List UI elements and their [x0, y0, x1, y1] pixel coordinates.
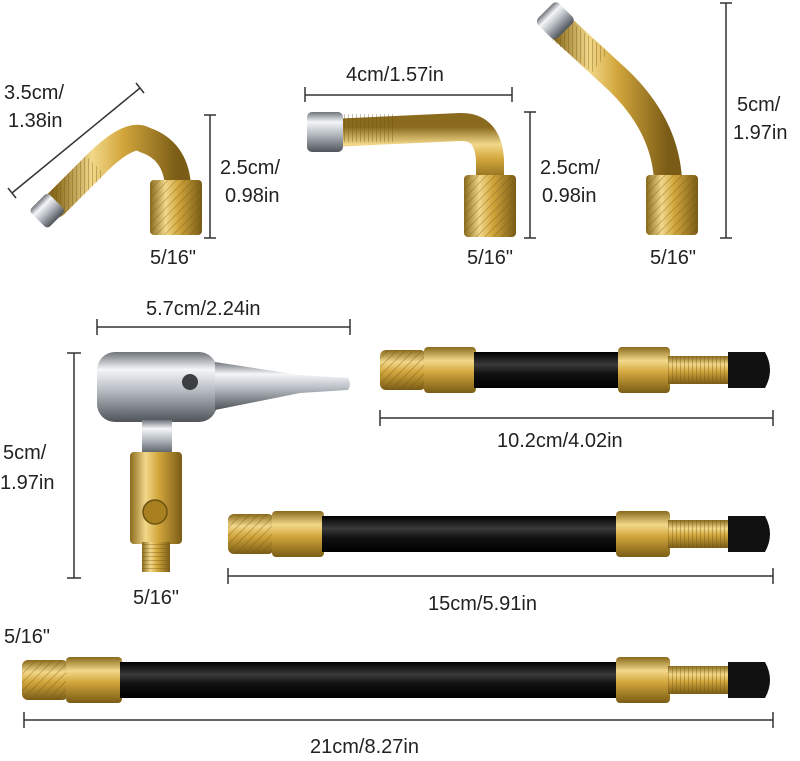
elbow-90-short-height-inch-label: 0.98in	[225, 185, 280, 207]
elbow-135-adapter	[536, 2, 698, 235]
elbow-90-long-adapter	[307, 112, 516, 237]
elbow-135-dimensions	[720, 2, 732, 239]
elbow-135-height-inch-label: 1.97in	[733, 122, 788, 144]
elbow-90-short-length-label: 3.5cm/	[4, 82, 65, 104]
elbow-90-long-height-inch-label: 0.98in	[542, 185, 597, 207]
elbow-135-thread-label: 5/16"	[650, 247, 697, 269]
hose-10cm-length-label: 10.2cm/4.02in	[497, 430, 623, 452]
elbow-90-long-height-label: 2.5cm/	[540, 157, 601, 179]
hose-21cm-length-label: 21cm/8.27in	[310, 736, 419, 758]
hose-10cm-dimensions	[379, 410, 774, 426]
hose-21cm-thread-label: 5/16"	[4, 626, 51, 648]
elbow-90-short-dimensions	[7, 82, 216, 239]
elbow-90-short-length-inch-label: 1.38in	[8, 110, 63, 132]
elbow-90-short-adapter	[30, 124, 202, 235]
hose-21cm-dimensions	[23, 712, 774, 728]
hose-15cm-length-label: 15cm/5.91in	[428, 593, 537, 615]
air-chuck-length-label: 5.7cm/2.24in	[146, 298, 261, 320]
air-chuck-dimensions	[67, 319, 351, 579]
elbow-135-height-label: 5cm/	[737, 94, 781, 116]
elbow-90-long-dimensions	[304, 87, 536, 239]
air-chuck-height-label: 5cm/	[3, 442, 47, 464]
air-chuck-thread-label: 5/16"	[133, 587, 180, 609]
hose-15cm-dimensions	[227, 568, 774, 584]
hose-10cm-extension	[380, 347, 770, 393]
hose-21cm-extension	[22, 657, 770, 703]
hose-15cm-extension	[228, 511, 770, 557]
elbow-90-short-height-label: 2.5cm/	[220, 157, 281, 179]
elbow-90-short-thread-label: 5/16"	[150, 247, 197, 269]
air-chuck-height-inch-label: 1.97in	[0, 472, 55, 494]
elbow-90-long-length-label: 4cm/1.57in	[346, 64, 444, 86]
air-chuck-adapter	[97, 352, 350, 572]
elbow-90-long-thread-label: 5/16"	[467, 247, 514, 269]
